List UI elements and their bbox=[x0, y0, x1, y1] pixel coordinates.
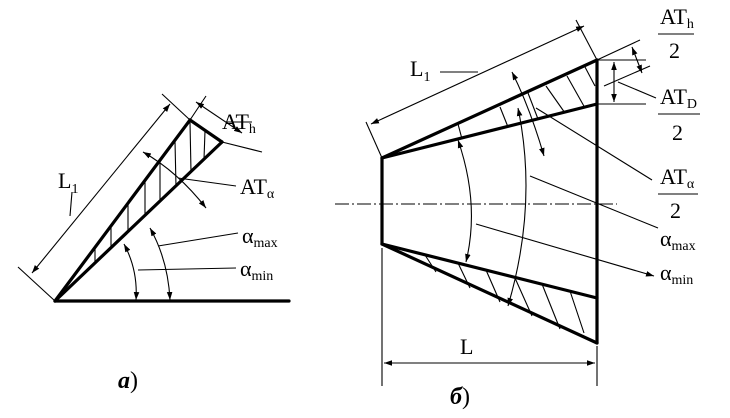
fig-b-l-label: L bbox=[460, 334, 473, 359]
fig-a-l1-ext-bottom bbox=[17, 266, 56, 302]
fig-b-bottom-outer bbox=[380, 242, 599, 345]
fig-a-l1-label: L1 bbox=[58, 168, 78, 197]
fig-a-alpha-max-arc bbox=[149, 227, 173, 301]
fig-b-atd-num: ATD bbox=[660, 84, 697, 112]
fig-a-atalpha-arc bbox=[142, 151, 207, 209]
fig-b-atalpha-num: ATα bbox=[660, 164, 695, 192]
fig-a-outer-generatrix bbox=[53, 140, 224, 303]
fig-a-caption: а) bbox=[118, 368, 138, 394]
fig-b-ath-num: ATh bbox=[660, 4, 694, 32]
fig-b-alpha-max-label: αmax bbox=[660, 226, 696, 254]
fig-a-atalpha-label: ATα bbox=[240, 174, 275, 202]
fig-a-alpha-min-arc bbox=[123, 243, 140, 301]
fig-a-alpha-max-leader bbox=[157, 232, 239, 247]
figure-a: L1 ATh ATα αmax αmin а) bbox=[17, 93, 291, 394]
fig-b-ath-ext-2 bbox=[603, 65, 651, 87]
fig-b-bottom-hatching bbox=[424, 254, 585, 334]
fig-b-alpha-max-leader bbox=[529, 175, 659, 229]
fig-b-atalpha-den: 2 bbox=[670, 198, 681, 223]
fig-b-atd-den: 2 bbox=[672, 120, 683, 145]
fig-a-alpha-min-label: αmin bbox=[240, 256, 273, 284]
fig-b-atd-leader bbox=[617, 81, 657, 99]
fig-a-alpha-min-leader bbox=[137, 267, 237, 271]
fig-b-alpha-min-label: αmin bbox=[660, 260, 693, 288]
fig-b-l1-ext-left bbox=[365, 121, 383, 159]
fig-a-ath-label: ATh bbox=[222, 109, 256, 137]
fig-a-ath-dim-line bbox=[195, 101, 243, 134]
fig-b-alpha-max-arc bbox=[507, 107, 527, 307]
fig-a-atalpha-leader bbox=[177, 177, 237, 187]
fig-a-inner-generatrix bbox=[53, 118, 192, 303]
fig-a-l1-dim-line bbox=[31, 103, 171, 274]
fig-b-alpha-min-leader bbox=[475, 223, 655, 277]
fig-b-ath-ext-1 bbox=[596, 39, 641, 61]
figure-b: L1 ATh 2 ATD 2 ATα 2 αmax αmin L bbox=[335, 4, 700, 410]
fig-b-ath-den: 2 bbox=[669, 38, 680, 63]
fig-a-l1-leader bbox=[69, 191, 73, 217]
fig-a-ath-ext-1 bbox=[189, 95, 207, 121]
fig-b-bottom-inner bbox=[380, 242, 599, 300]
fig-b-top-hatching bbox=[457, 66, 596, 140]
fig-b-caption: б) bbox=[450, 384, 470, 410]
fig-b-l1-dim-line bbox=[370, 25, 585, 125]
fig-a-alpha-max-label: αmax bbox=[242, 223, 278, 251]
fig-b-l1-ext-right bbox=[575, 19, 598, 61]
fig-a-l1-ext-top bbox=[161, 93, 191, 121]
fig-a-hatching bbox=[94, 121, 206, 263]
fig-a-ath-ext-2 bbox=[221, 141, 263, 153]
fig-b-atalpha-arc bbox=[511, 71, 545, 157]
fig-b-l1-label: L1 bbox=[410, 56, 430, 85]
fig-b-atalpha-leader bbox=[535, 107, 653, 181]
fig-a-top-edge bbox=[188, 118, 224, 144]
fig-b-alpha-min-arc bbox=[457, 139, 472, 263]
